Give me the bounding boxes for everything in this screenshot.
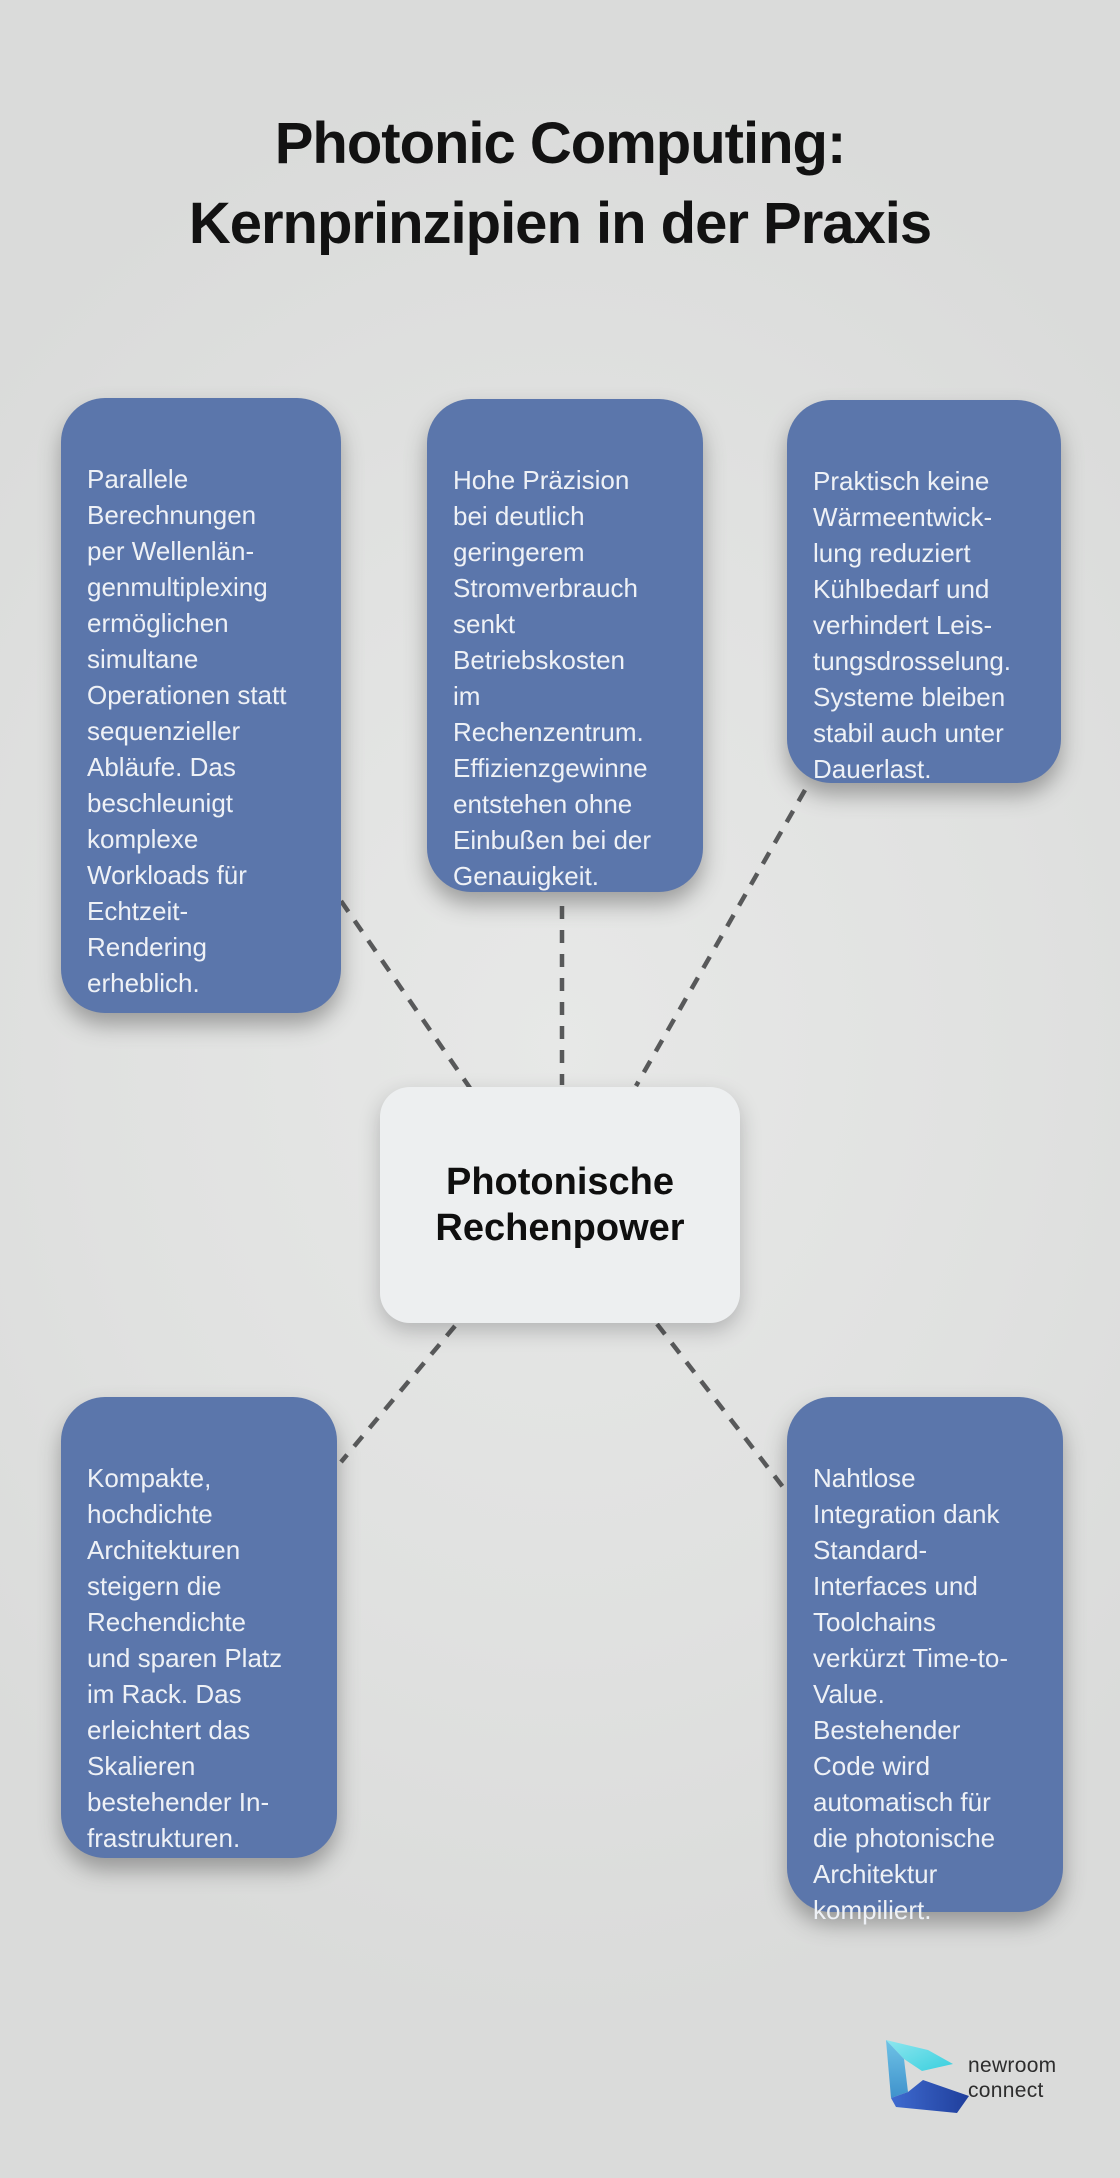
card-energy-efficiency: Hohe Präzision bei deutlich geringerem S… <box>427 399 703 892</box>
card-compute-density: Kompakte, hochdichte Architekturen steig… <box>61 1397 337 1858</box>
card-compute-density-text: Kompakte, hochdichte Architekturen steig… <box>87 1463 283 1853</box>
card-seamless-integration-text: Nahtlose Integration dank Standard- Inte… <box>813 1463 1009 1925</box>
card-thermal-stability: Praktisch keine Wärmeentwick- lung reduz… <box>787 400 1061 784</box>
card-thermal-stability-text: Praktisch keine Wärmeentwick- lung reduz… <box>813 466 1012 784</box>
card-energy-efficiency-text: Hohe Präzision bei deutlich geringerem S… <box>453 465 652 891</box>
card-parallel-computing-text: Parallele Berechnungen per Wellenlän- ge… <box>87 464 287 998</box>
card-seamless-integration: Nahtlose Integration dank Standard- Inte… <box>787 1397 1063 1925</box>
central-node: Photonische Rechenpower <box>380 1087 740 1323</box>
connector-line-top-right <box>634 788 807 1088</box>
newroom-logo-text: newroom connect <box>968 2054 1057 2102</box>
connector-line-bottom-left <box>339 1324 457 1464</box>
connector-line-top-left <box>339 899 472 1090</box>
connector-line-bottom-right <box>655 1322 785 1489</box>
newroom-logo-icon <box>886 2040 969 2113</box>
central-node-label: Photonische Rechenpower <box>435 1161 685 1249</box>
newroom-connect-logo: newroom connect <box>884 2038 1056 2118</box>
card-parallel-computing: Parallele Berechnungen per Wellenlän- ge… <box>61 398 341 1013</box>
page-title: Photonic Computing: Kernprinzipien in de… <box>188 111 932 256</box>
